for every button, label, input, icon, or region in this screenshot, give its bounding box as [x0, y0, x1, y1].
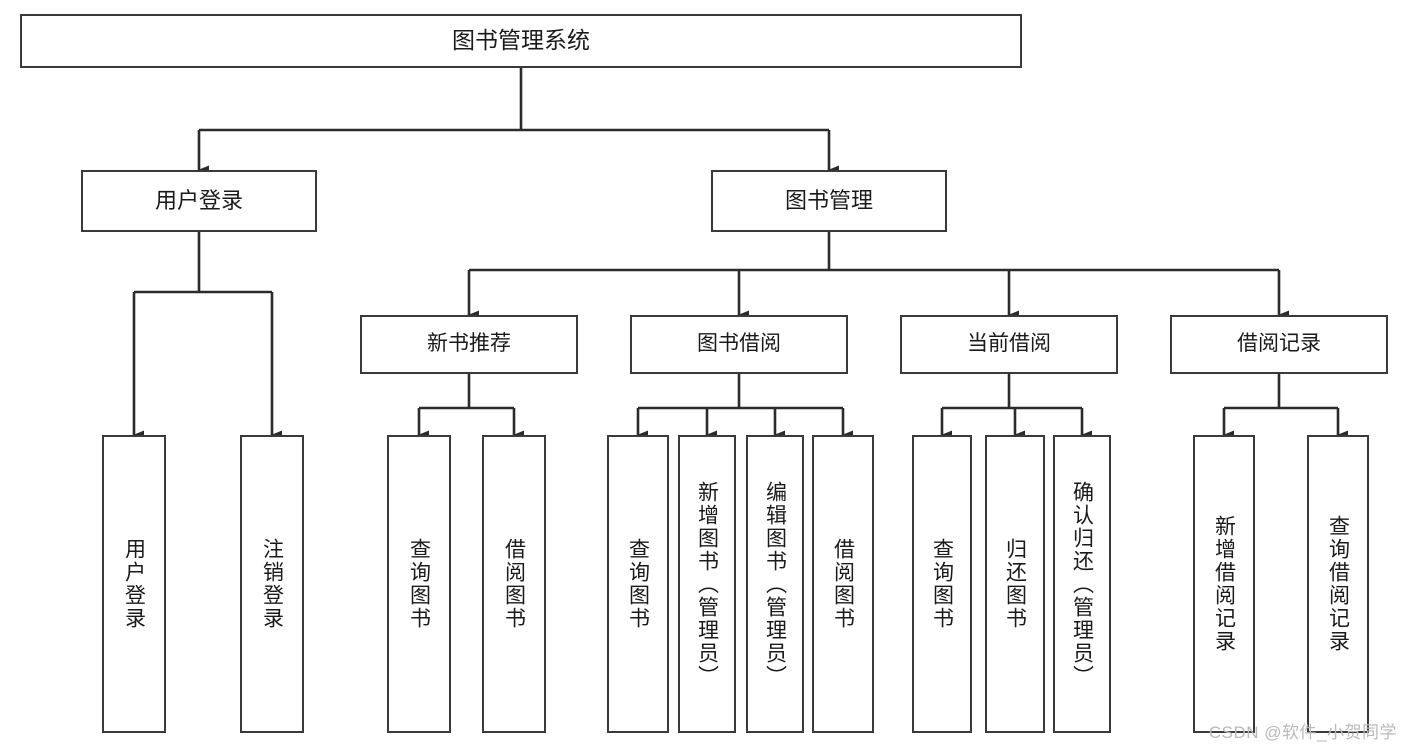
node-borrow-record-label: 借阅记录	[1237, 332, 1321, 356]
node-user-login-label: 用户登录	[154, 188, 243, 214]
node-leaf-query-book-borrow-label: 查询图书	[626, 538, 650, 630]
node-new-book-recommend-label: 新书推荐	[427, 332, 511, 356]
node-leaf-confirm-return-label: 确认归还（管理员）	[1070, 480, 1094, 688]
node-leaf-borrow-book[interactable]: 借阅图书	[812, 435, 874, 733]
node-current-borrow-label: 当前借阅	[967, 332, 1051, 356]
node-leaf-borrow-book-rec-label: 借阅图书	[502, 538, 526, 630]
node-leaf-borrow-book-label: 借阅图书	[831, 538, 855, 630]
node-root[interactable]: 图书管理系统	[20, 14, 1022, 68]
node-leaf-user-logout[interactable]: 注销登录	[240, 435, 304, 733]
node-leaf-query-book-borrow[interactable]: 查询图书	[607, 435, 669, 733]
node-new-book-recommend[interactable]: 新书推荐	[360, 315, 578, 374]
node-leaf-user-login[interactable]: 用户登录	[102, 435, 166, 733]
node-leaf-add-book[interactable]: 新增图书（管理员）	[678, 435, 736, 733]
watermark: CSDN @软件_小贺同学	[1208, 723, 1397, 742]
node-leaf-edit-book-label: 编辑图书（管理员）	[763, 480, 787, 688]
node-leaf-query-book-rec[interactable]: 查询图书	[387, 435, 451, 733]
node-book-management-label: 图书管理	[784, 188, 873, 214]
node-book-management[interactable]: 图书管理	[711, 170, 947, 232]
node-leaf-query-borrow-record-label: 查询借阅记录	[1326, 515, 1350, 653]
node-borrow-record[interactable]: 借阅记录	[1170, 315, 1388, 374]
node-leaf-borrow-book-rec[interactable]: 借阅图书	[482, 435, 546, 733]
node-current-borrow[interactable]: 当前借阅	[900, 315, 1118, 374]
node-leaf-query-book-current[interactable]: 查询图书	[912, 435, 972, 733]
node-leaf-confirm-return[interactable]: 确认归还（管理员）	[1053, 435, 1111, 733]
node-leaf-query-book-rec-label: 查询图书	[407, 538, 431, 630]
node-leaf-return-book-label: 归还图书	[1003, 538, 1027, 630]
node-book-borrow-label: 图书借阅	[697, 332, 781, 356]
node-book-borrow[interactable]: 图书借阅	[630, 315, 848, 374]
node-leaf-query-borrow-record[interactable]: 查询借阅记录	[1307, 435, 1369, 733]
node-leaf-add-borrow-record-label: 新增借阅记录	[1212, 515, 1236, 653]
node-leaf-user-login-label: 用户登录	[122, 538, 146, 630]
node-leaf-edit-book[interactable]: 编辑图书（管理员）	[746, 435, 804, 733]
node-leaf-return-book[interactable]: 归还图书	[985, 435, 1045, 733]
node-leaf-add-borrow-record[interactable]: 新增借阅记录	[1193, 435, 1255, 733]
node-leaf-user-logout-label: 注销登录	[260, 538, 284, 630]
node-user-login[interactable]: 用户登录	[81, 170, 317, 232]
node-root-label: 图书管理系统	[452, 27, 590, 54]
node-leaf-add-book-label: 新增图书（管理员）	[695, 480, 719, 688]
node-leaf-query-book-current-label: 查询图书	[930, 538, 954, 630]
